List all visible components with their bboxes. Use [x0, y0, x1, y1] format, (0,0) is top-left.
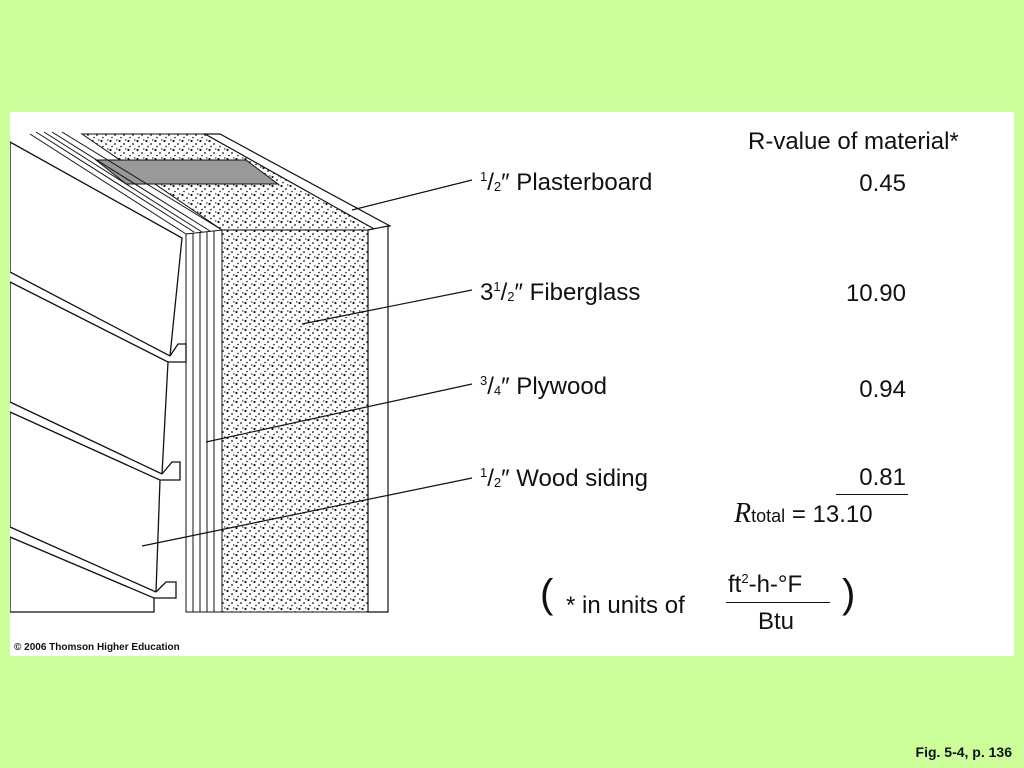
sum-rule	[836, 494, 908, 495]
units-open-paren: (	[540, 572, 554, 616]
total-symbol: R	[734, 498, 752, 529]
plywood-stack	[29, 131, 223, 613]
leader-lines	[141, 179, 473, 547]
plasterboard-top-band	[94, 159, 280, 185]
units-fraction-bar	[726, 602, 830, 603]
plasterboard-board	[202, 133, 392, 231]
wall-cross-section-illustration	[10, 131, 473, 613]
value-plywood: 0.94	[859, 376, 906, 403]
wood-siding	[10, 141, 187, 613]
layer-label-fiberglass: 31/2″ Fiberglass	[480, 279, 641, 306]
figure-panel: R-value of material* 1/2″ Plasterboard 0…	[10, 112, 1014, 656]
value-plasterboard: 0.45	[859, 170, 906, 197]
layer-label-plywood: 3/4″ Plywood	[480, 373, 608, 400]
layer-label-wood-siding: 1/2″ Wood siding	[480, 465, 648, 492]
copyright-text: © 2006 Thomson Higher Education	[14, 642, 180, 653]
value-fiberglass: 10.90	[845, 280, 906, 307]
total-row: Rtotal = 13.10	[734, 500, 873, 528]
plasterboard-face	[367, 225, 389, 613]
fiberglass-face	[221, 229, 369, 613]
value-wood-siding: 0.81	[859, 464, 906, 491]
total-equals: =	[791, 501, 806, 528]
units-close-paren: )	[842, 572, 856, 616]
units-prefix: * in units of	[566, 592, 685, 619]
total-value: 13.10	[812, 501, 873, 528]
figure-caption: Fig. 5-4, p. 136	[915, 744, 1012, 760]
rvalue-header: R-value of material*	[748, 128, 959, 155]
units-numerator: ft2-h-°F	[728, 571, 803, 598]
units-denominator: Btu	[758, 608, 795, 635]
layer-label-plasterboard: 1/2″ Plasterboard	[480, 169, 653, 196]
total-subscript: total	[751, 506, 786, 526]
